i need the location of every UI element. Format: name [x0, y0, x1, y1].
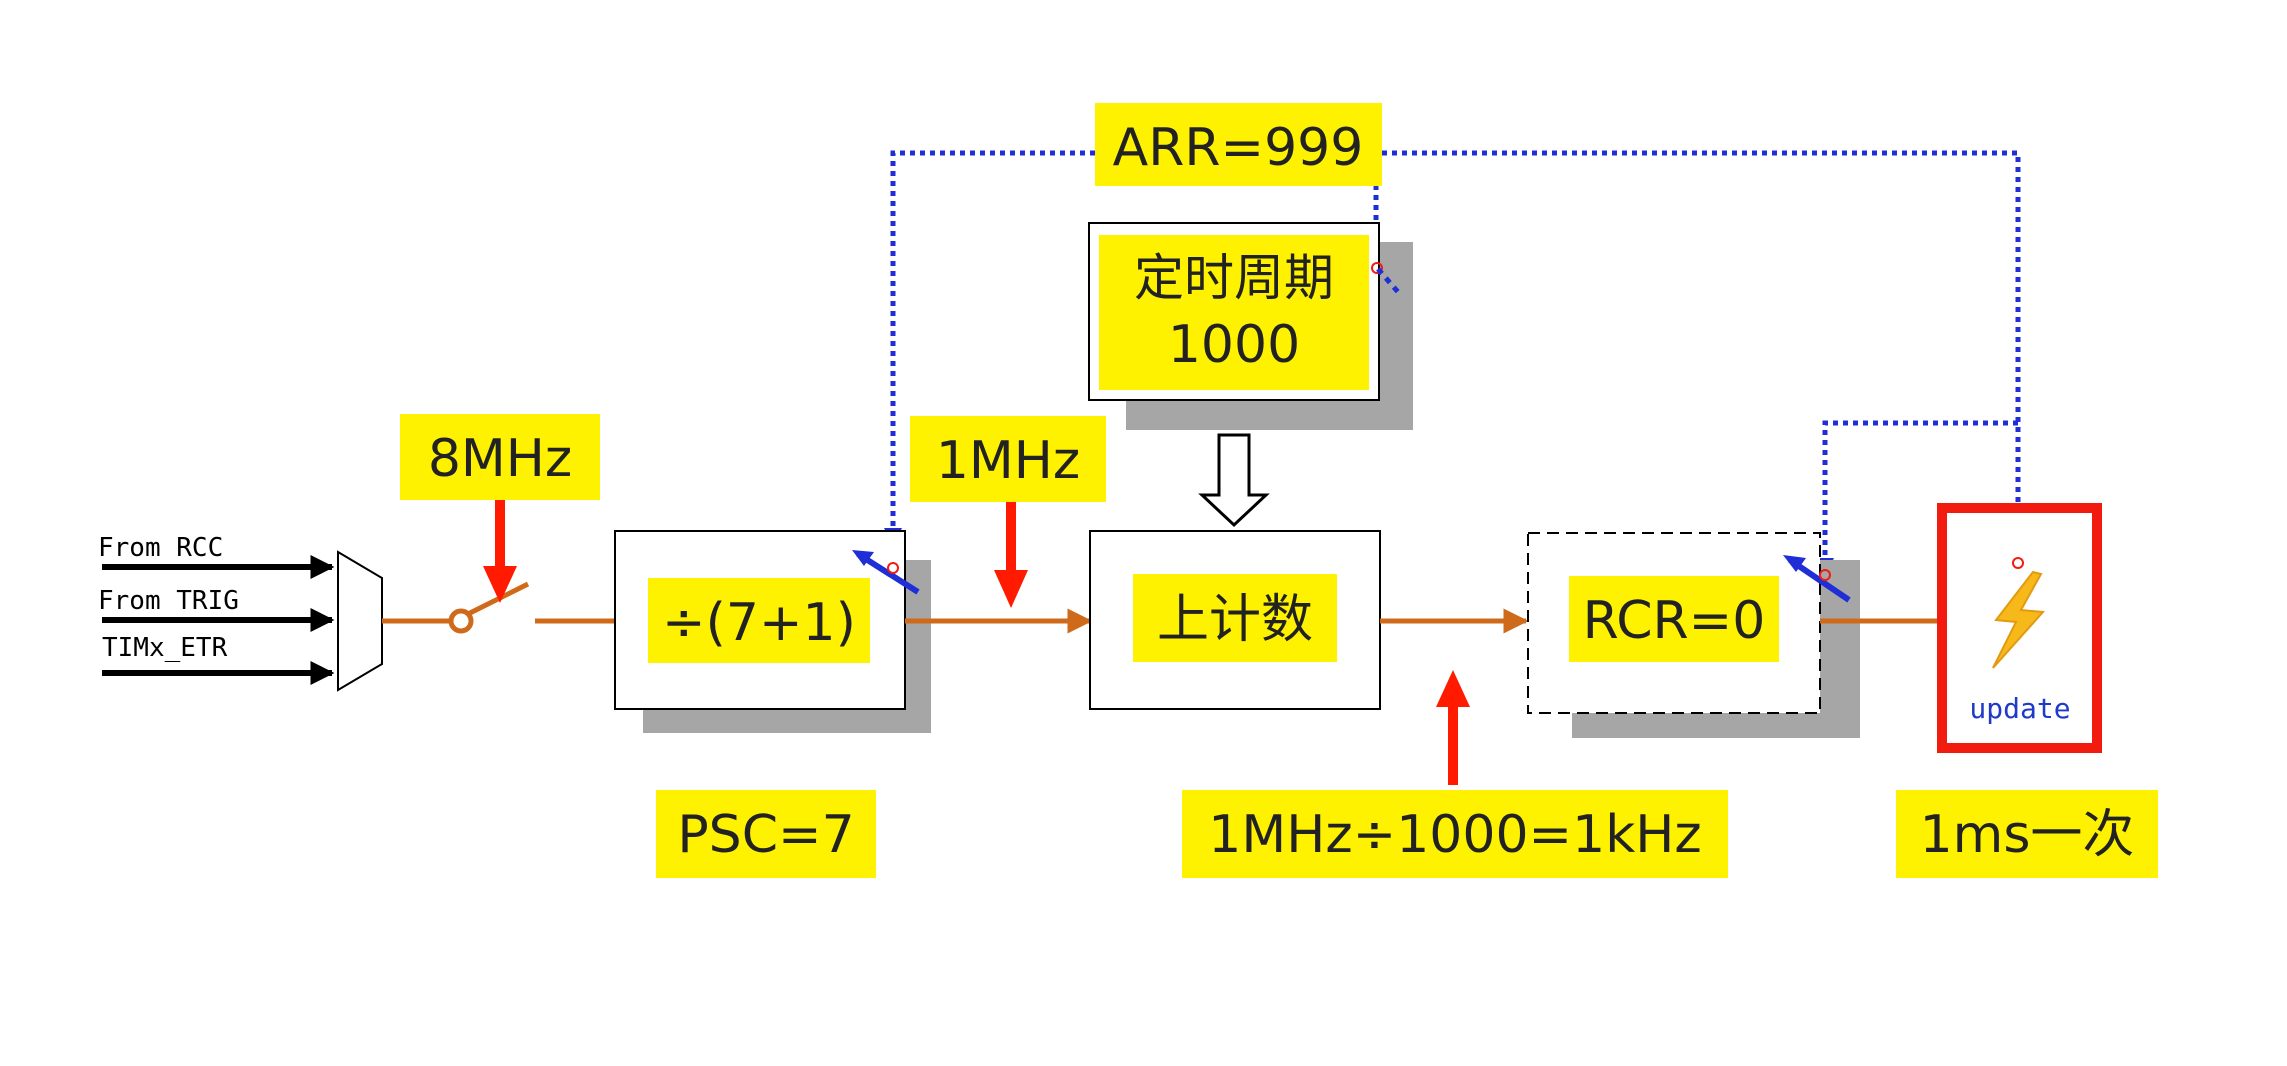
arr-feedback-links [890, 150, 2021, 570]
input-from-trig: From TRIG [98, 586, 239, 616]
prescaled-freq-arrow [994, 502, 1028, 608]
interval-highlight [1896, 790, 2158, 878]
period-highlight [1099, 235, 1369, 390]
rcr-adjust-marker [1783, 555, 1851, 603]
hollow-down-arrow [1198, 433, 1270, 528]
rcr-highlight [1569, 576, 1779, 662]
freq-calc-arrow [1436, 670, 1470, 785]
update-label: update [1969, 692, 2070, 725]
input-lines [102, 555, 335, 685]
input-from-rcc: From RCC [98, 533, 223, 563]
psc-highlight [656, 790, 876, 878]
timer-period-value: 1000 [1168, 315, 1300, 375]
arr-link-to-prescaler [890, 150, 1095, 540]
prescaler-label: ÷(7+1) [662, 593, 856, 653]
freq-calc-label: 1MHz÷1000=1kHz [1208, 805, 1701, 865]
psc-label: PSC=7 [677, 805, 854, 865]
timer-period-title: 定时周期 [1134, 249, 1334, 307]
switch-blade [466, 581, 530, 617]
counter-label: 上计数 [1157, 590, 1313, 650]
input-timx-etr: TIMx_ETR [102, 633, 228, 663]
prescaler-adjust-marker [852, 550, 920, 595]
arr-highlight [1095, 103, 1382, 186]
input-freq-highlight [400, 414, 600, 500]
arr-link-to-update [1382, 150, 2021, 563]
interval-label: 1ms一次 [1920, 805, 2135, 865]
rcr-label: RCR=0 [1583, 591, 1766, 651]
prescaled-freq-highlight [910, 416, 1106, 502]
freq-calc-highlight [1182, 790, 1728, 878]
period-adjust-marker [1371, 262, 1400, 294]
prescaler-highlight [648, 578, 870, 663]
lightning-bolt-icon [1992, 570, 2046, 669]
counter-highlight [1133, 574, 1337, 662]
arr-label: ARR=999 [1113, 118, 1364, 178]
update-link-endpoint [2012, 557, 2024, 569]
input-freq-arrow [483, 500, 517, 603]
switch-pivot [448, 608, 474, 634]
input-freq-label: 8MHz [428, 429, 572, 489]
input-mux [337, 550, 383, 692]
update-link-to-rcr [1822, 420, 2018, 570]
prescaled-freq-label: 1MHz [936, 431, 1080, 491]
